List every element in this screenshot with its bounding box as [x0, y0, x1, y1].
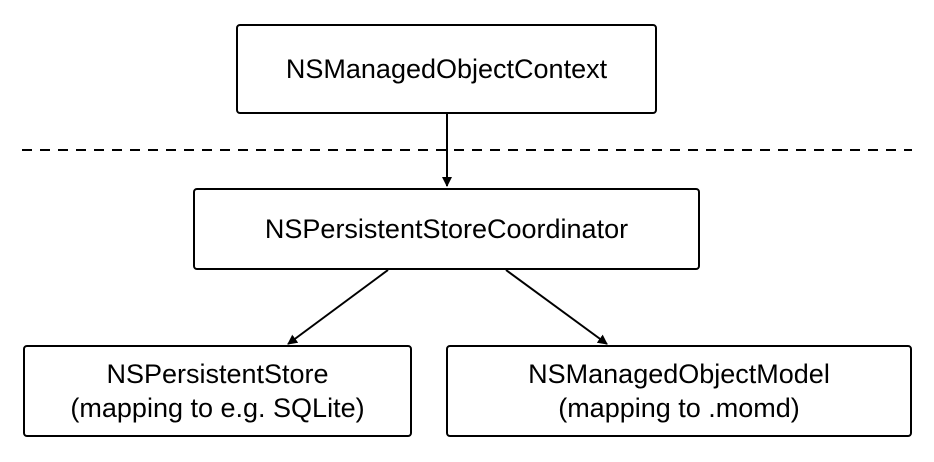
persistent-store-mapping-note: (mapping to e.g. SQLite): [70, 393, 365, 423]
persistent-store-label: NSPersistentStore: [106, 359, 329, 389]
persistent-store-coordinator-box: NSPersistentStoreCoordinator: [193, 188, 700, 270]
managed-object-model-box: NSManagedObjectModel (mapping to .momd): [446, 345, 912, 437]
persistent-store-box: NSPersistentStore (mapping to e.g. SQLit…: [23, 345, 412, 437]
managed-object-model-label: NSManagedObjectModel: [528, 359, 830, 389]
arrow-coordinator-to-store: [287, 269, 389, 345]
managed-object-model-mapping-note: (mapping to .momd): [558, 393, 800, 423]
arrow-coordinator-to-model: [505, 269, 608, 345]
managed-object-context-box: NSManagedObjectContext: [236, 24, 657, 114]
managed-object-context-label: NSManagedObjectContext: [285, 54, 608, 84]
persistent-store-coordinator-label: NSPersistentStoreCoordinator: [264, 214, 629, 244]
